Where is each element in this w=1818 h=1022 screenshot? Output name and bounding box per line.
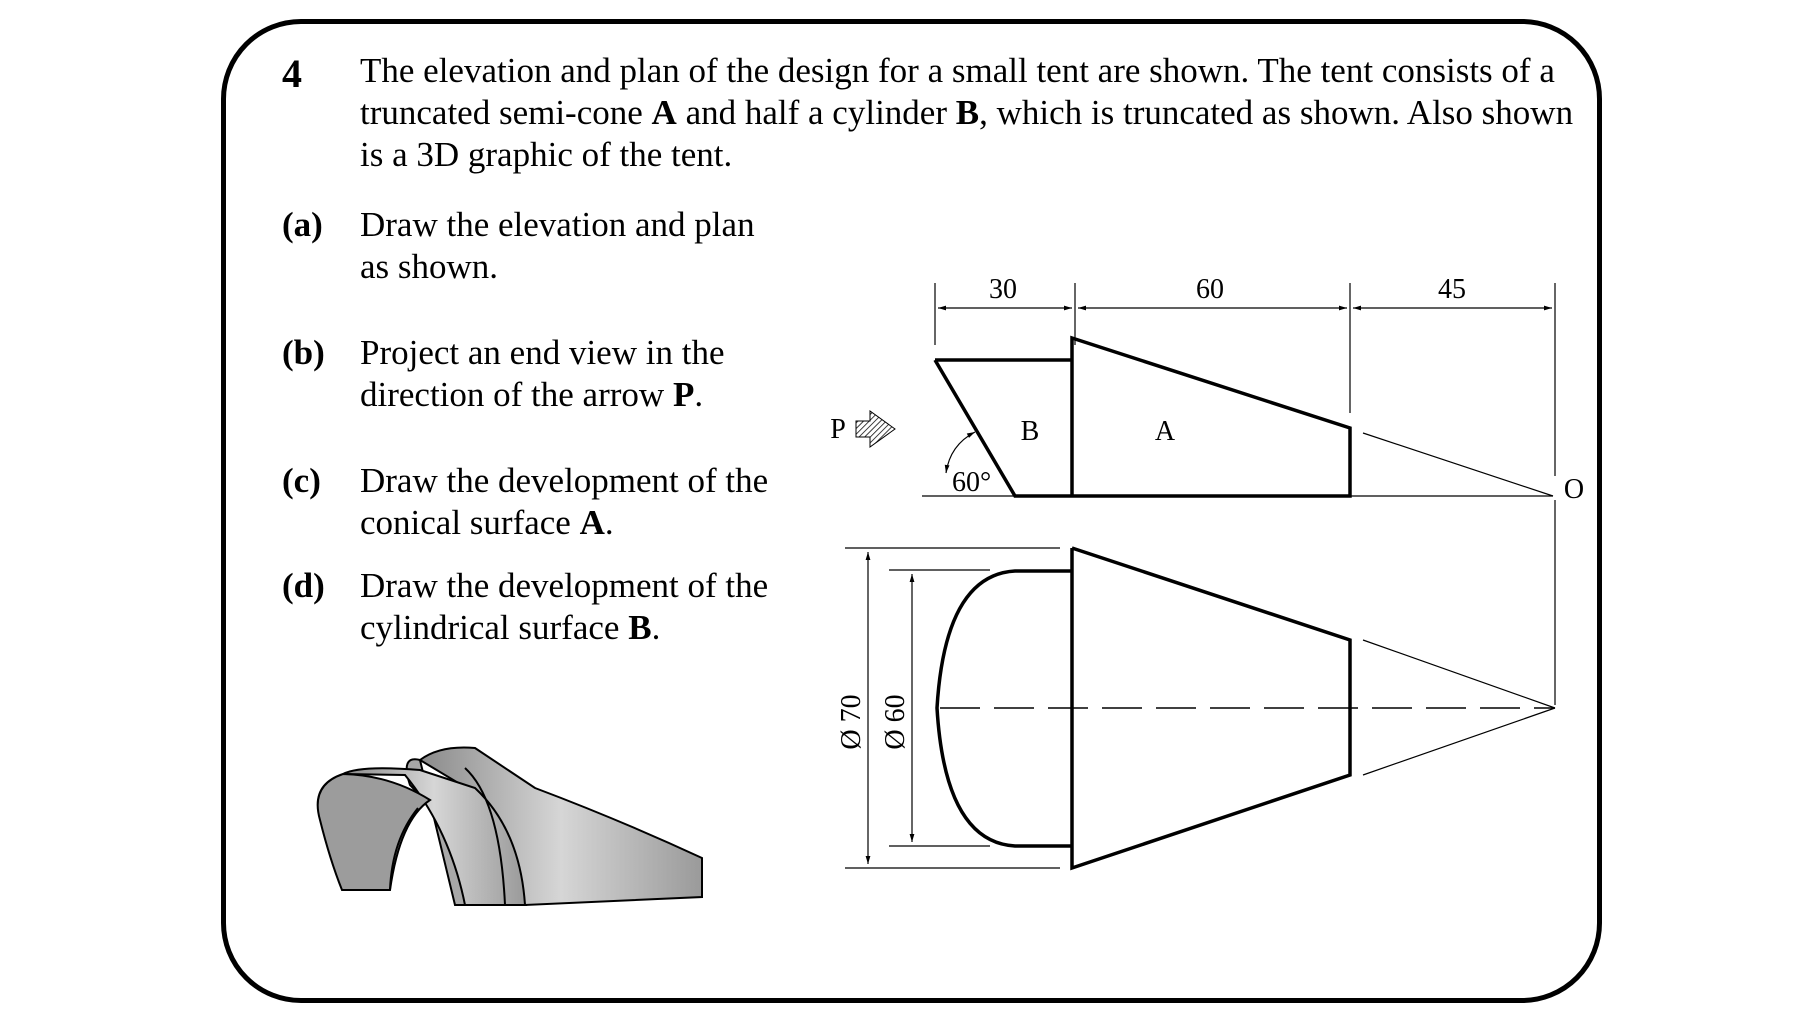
arrow-p-icon xyxy=(855,410,896,448)
label-a: A xyxy=(1155,416,1176,447)
label-o: O xyxy=(1564,474,1584,505)
question-intro: The elevation and plan of the design for… xyxy=(360,51,1574,174)
label-b: B xyxy=(1021,416,1040,447)
dim-30: 30 xyxy=(989,274,1017,305)
part-label: (d) xyxy=(282,566,325,605)
elevation-view xyxy=(933,335,1352,498)
part-label: (a) xyxy=(282,205,323,244)
question-number: 4 xyxy=(282,51,302,96)
dim-dia-70: Ø 70 xyxy=(836,694,867,749)
part-label: (c) xyxy=(282,461,321,500)
dim-60: 60 xyxy=(1196,274,1224,305)
dim-dia-60: Ø 60 xyxy=(880,694,911,749)
part-label: (b) xyxy=(282,333,325,372)
plan-view xyxy=(935,546,1352,871)
label-p: P xyxy=(830,414,846,445)
dimension-lines xyxy=(845,283,1556,869)
dim-45: 45 xyxy=(1438,274,1466,305)
question-frame xyxy=(221,19,1602,1003)
label-angle: 60° xyxy=(952,467,991,498)
part-text: Draw the elevation and plan as shown. xyxy=(360,205,755,286)
tent-3d-graphic xyxy=(316,746,703,907)
